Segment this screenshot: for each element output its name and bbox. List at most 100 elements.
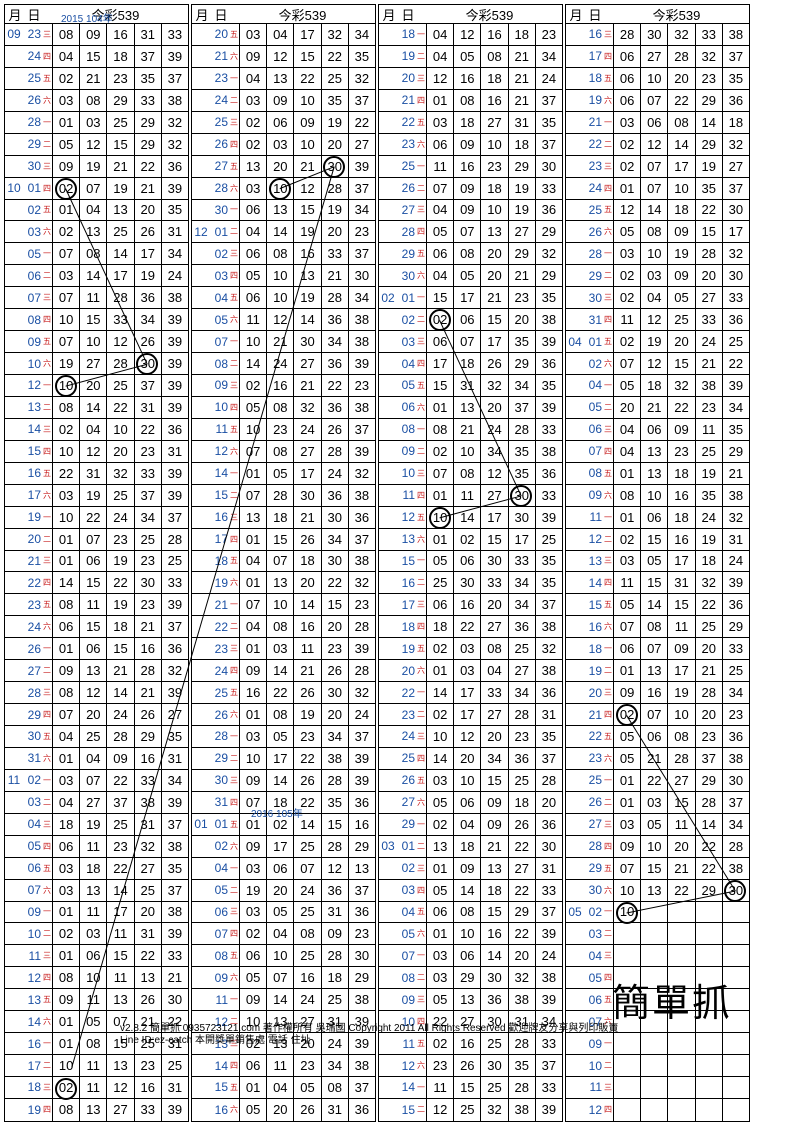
row-day: 21 <box>588 707 602 722</box>
row-day: 26 <box>401 773 415 788</box>
drawn-number: 14 <box>668 133 696 155</box>
drawn-number: 06 <box>427 331 455 353</box>
drawn-number: 07 <box>53 331 81 353</box>
row-month <box>5 967 23 988</box>
drawn-number: 32 <box>668 24 696 45</box>
drawn-number: 22 <box>322 572 349 594</box>
row-day: 26 <box>27 93 41 108</box>
drawn-number: 09 <box>240 835 268 857</box>
row-month <box>379 309 397 330</box>
drawn-number: 20 <box>696 704 723 725</box>
row-day: 04 <box>27 817 41 832</box>
row-day: 14 <box>214 1058 228 1073</box>
row-day: 25 <box>214 685 228 700</box>
drawn-number: 11 <box>80 835 108 857</box>
row-day: 09 <box>27 334 41 349</box>
drawn-number: 39 <box>728 377 744 393</box>
row-weekday: 四 <box>42 704 53 725</box>
drawn-number: 05 <box>267 726 295 747</box>
drawn-number: 10 <box>240 747 268 769</box>
row-month <box>379 507 397 528</box>
row-day: 26 <box>588 224 602 239</box>
drawn-number: 01 <box>614 791 642 813</box>
row-month <box>5 682 23 703</box>
row-day: 30 <box>27 159 41 174</box>
row-weekday: 五 <box>42 726 53 747</box>
drawn-number: 02 <box>427 1033 455 1055</box>
drawn-number: 29 <box>509 901 536 923</box>
drawn-number: 15 <box>267 528 295 550</box>
row-day: 19 <box>401 641 415 656</box>
drawn-number: 37 <box>509 396 536 418</box>
drawn-number: 02 <box>427 638 455 660</box>
drawn-number: 11 <box>107 967 135 989</box>
row-day: 11 <box>215 992 228 1007</box>
drawn-number: 36 <box>322 484 349 506</box>
drawn-number: 07 <box>427 177 455 199</box>
drawn-number: 30 <box>135 353 162 374</box>
drawn-number: 23 <box>509 726 536 747</box>
row-month <box>566 243 584 264</box>
row-day: 18 <box>588 71 602 86</box>
drawn-number: 14 <box>294 594 322 616</box>
drawn-number: 36 <box>509 747 536 769</box>
drawn-number: 09 <box>668 418 696 440</box>
drawn-number: 11 <box>668 813 696 835</box>
row-day: 08 <box>27 312 41 327</box>
drawn-number: 18 <box>294 550 322 572</box>
drawn-number: 29 <box>728 443 744 459</box>
row-weekday: 三 <box>42 1077 53 1098</box>
drawn-number: 33 <box>509 550 536 572</box>
drawn-number: 26 <box>135 989 162 1011</box>
drawn-number: 04 <box>53 45 81 67</box>
drawn-number: 34 <box>322 331 349 353</box>
drawn-number: 02 <box>240 375 268 396</box>
row-month <box>379 551 397 572</box>
row-day: 28 <box>214 181 228 196</box>
row-month <box>192 243 210 264</box>
row-month: 04 <box>568 334 582 349</box>
drawn-number: 36 <box>728 597 744 613</box>
drawn-number: 17 <box>427 353 455 374</box>
drawn-number: 22 <box>509 923 536 945</box>
drawn-number <box>614 1055 642 1076</box>
drawn-number: 37 <box>728 794 744 810</box>
row-weekday: 五 <box>603 594 614 616</box>
row-day: 20 <box>401 663 415 678</box>
row-month <box>5 836 23 857</box>
drawn-number: 35 <box>322 791 349 813</box>
drawn-number <box>641 901 669 923</box>
drawn-number: 35 <box>509 331 536 353</box>
drawn-number: 13 <box>240 155 268 177</box>
row-month <box>566 156 584 177</box>
drawn-number: 19 <box>240 879 268 901</box>
drawn-number: 18 <box>509 24 536 45</box>
drawn-number: 23 <box>728 707 744 723</box>
drawn-number: 22 <box>322 375 349 396</box>
row-weekday: 五 <box>416 901 427 923</box>
row-weekday: 二 <box>42 923 53 945</box>
drawn-number: 32 <box>481 1098 509 1121</box>
row-day: 16 <box>214 1102 228 1117</box>
drawn-number: 04 <box>53 791 81 813</box>
drawn-number: 15 <box>427 287 455 309</box>
drawn-number: 02 <box>614 331 642 353</box>
drawn-number: 10 <box>481 133 509 155</box>
drawn-number: 27 <box>481 616 509 638</box>
drawn-number: 39 <box>541 399 557 415</box>
drawn-number: 32 <box>354 685 370 701</box>
row-weekday: 三 <box>603 550 614 572</box>
row-month <box>379 1077 397 1098</box>
